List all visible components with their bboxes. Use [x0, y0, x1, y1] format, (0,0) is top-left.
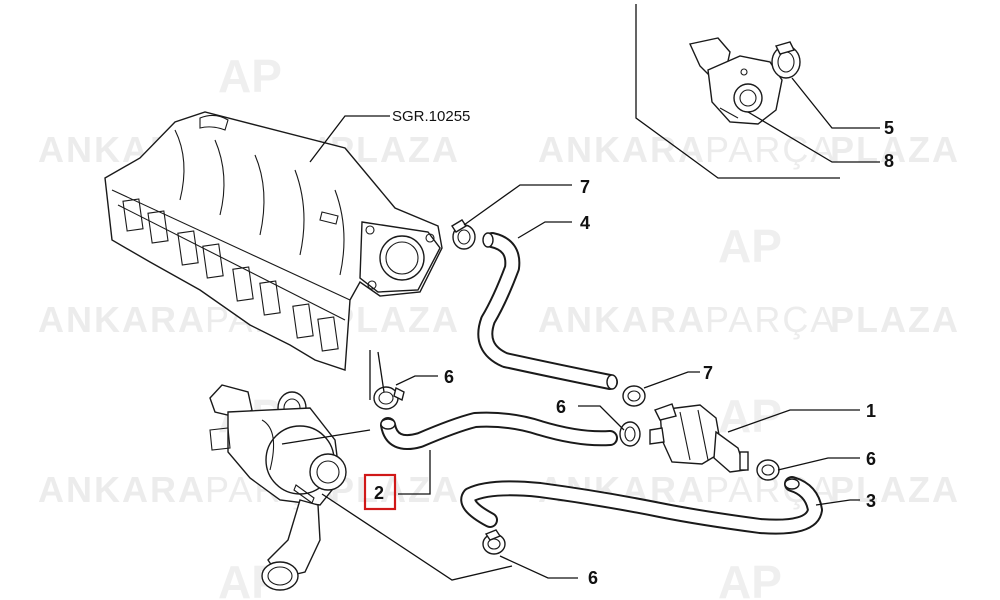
label-1: 1	[866, 401, 876, 421]
callout-labels: 7 4 6 7 6 1 6 3 6 5 8 2	[363, 118, 894, 588]
clamp-inset	[771, 41, 801, 79]
hose-2	[380, 411, 618, 451]
svg-text:PLAZA: PLAZA	[830, 129, 960, 170]
label-3: 3	[866, 491, 876, 511]
clamp-7-lower	[622, 385, 646, 407]
label-6: 6	[444, 367, 454, 387]
clamp-7-upper	[451, 219, 476, 250]
svg-text:PLAZA: PLAZA	[330, 299, 460, 340]
label-2: 2	[374, 483, 384, 503]
svg-text:AP: AP	[718, 220, 782, 272]
label-7: 7	[580, 177, 590, 197]
clamp-6-right	[756, 459, 780, 481]
svg-text:PLAZA: PLAZA	[830, 299, 960, 340]
label-6: 6	[588, 568, 598, 588]
inset-detail	[635, 4, 880, 179]
svg-text:AP: AP	[718, 556, 782, 600]
svg-text:PLAZA: PLAZA	[830, 469, 960, 510]
clamp-6-upper	[373, 386, 405, 410]
hose-4	[477, 232, 618, 390]
highlight-box	[363, 473, 397, 511]
intake-manifold	[104, 111, 443, 371]
svg-text:AP: AP	[218, 50, 282, 102]
label-7: 7	[703, 363, 713, 383]
svg-text:ANKARA: ANKARA	[538, 299, 706, 340]
turbocharger	[209, 384, 347, 591]
svg-text:ANKARA: ANKARA	[538, 129, 706, 170]
label-8: 8	[884, 151, 894, 171]
leader-lines	[281, 115, 860, 581]
label-5: 5	[884, 118, 894, 138]
svg-text:ANKARA: ANKARA	[38, 299, 206, 340]
label-6: 6	[556, 397, 566, 417]
bracket-assembly	[689, 37, 783, 125]
svg-text:PARÇA: PARÇA	[705, 299, 836, 340]
clamp-6-middle	[619, 421, 641, 447]
svg-text:ANKARA: ANKARA	[38, 469, 206, 510]
valve-1	[649, 403, 749, 473]
reference-code: SGR.10255	[392, 108, 470, 125]
svg-text:PARÇA: PARÇA	[705, 129, 836, 170]
label-4: 4	[580, 213, 590, 233]
hose-3	[460, 476, 823, 535]
label-6: 6	[866, 449, 876, 469]
clamp-6-lower	[482, 529, 506, 555]
